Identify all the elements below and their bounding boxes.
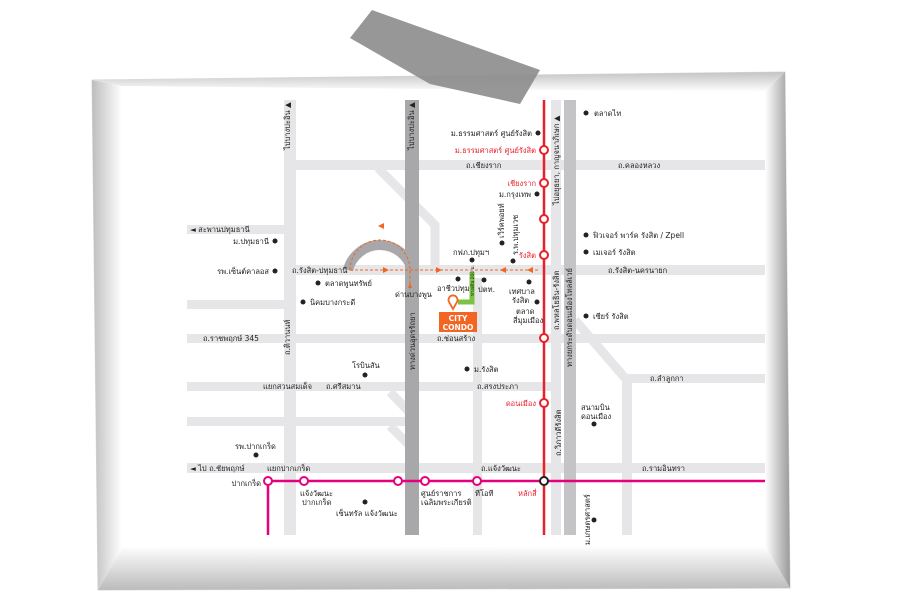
expressways <box>405 100 576 535</box>
place-label: ตลาดพูนทรัพย์ <box>325 279 372 288</box>
road-label: ไปบางปะอิน ▲ <box>283 102 292 151</box>
road-label: ถ.เชียงราก <box>466 161 501 170</box>
place-label: ดอนเมือง <box>581 412 612 421</box>
bang-phun-loop <box>343 240 417 272</box>
route-to-condo <box>349 239 540 290</box>
road-label: ทางยกระดับดอนเมืองโทลล์เวย์ <box>565 268 574 367</box>
road-label: ถ.ศรีสมาน <box>326 382 361 391</box>
road-label: ด่านบางพูน <box>395 290 432 299</box>
station-label: ศูนย์ราชการ <box>421 489 461 498</box>
road-label: ไปบางปะอิน ▲ <box>407 102 416 151</box>
city-condo-marker[interactable]: CITY CONDO <box>439 294 477 332</box>
station-label: หลักสี่ <box>518 488 537 498</box>
road-label: ไปอยุธยา, กาญจนาภิเษก ▲ <box>552 115 561 206</box>
place-label: ปตท. <box>478 285 495 294</box>
place-label: เซียร์ รังสิต <box>593 312 629 321</box>
place-label: สี่มุมเมือง <box>513 315 544 325</box>
route-arrows <box>378 223 533 288</box>
place-label: เทศบาล <box>509 287 535 296</box>
place-label: ฟิวเจอร์ พาร์ค รังสิต / Zpell <box>592 231 684 240</box>
place-label: ม.กรุงเทพ <box>499 190 531 199</box>
station-label: เฉลิมพระเกียรติ <box>421 498 472 507</box>
road-label: ถ.แจ้งวัฒนะ <box>481 464 521 473</box>
station-label: เชียงราก <box>508 179 537 188</box>
road-label: ถ.ราชพฤกษ์ 345 <box>203 334 259 343</box>
road-label: ◄ ไป ถ.ชัยพฤกษ์ <box>190 464 245 473</box>
interchange-station <box>539 476 549 486</box>
place-label: ร.พ.ปทุมเวช <box>511 215 520 255</box>
station-label: ปากเกร็ด <box>231 478 261 488</box>
road-label: ถ.ช่อนสร้าง <box>437 334 475 343</box>
pink-stations <box>263 476 482 486</box>
location-pin-icon <box>447 294 459 311</box>
place-label: ตลาด <box>516 307 535 316</box>
place-label: นิคมบางกระดี <box>310 298 356 307</box>
road-label: ถ.สรงประภา <box>477 382 518 391</box>
place-label: สนามบิน <box>581 403 610 412</box>
place-label: เวิร์คพอยท์ <box>497 203 506 238</box>
place-label: ตลาดไท <box>594 109 621 118</box>
place-label: ม.เกษตรศาสตร์ <box>583 494 592 545</box>
road-label: ◄ สะพานปทุมธานี <box>190 225 250 234</box>
station-label: ทีโอที <box>475 489 494 498</box>
road-label: ถ.ลำลูกกา <box>650 374 684 383</box>
tape <box>350 10 540 104</box>
place-label: รพ.ปากเกร็ด <box>235 441 276 451</box>
road-label: ถ.รังสิต-นครนายก <box>608 266 667 275</box>
station-label: รังสิต <box>519 251 536 260</box>
place-label: อาชีวปทุม <box>437 284 470 293</box>
road-label: ถ.ติวานนท์ <box>283 320 292 355</box>
place-label: ม.รังสิต <box>474 365 499 374</box>
station-label: แจ้งวัฒนะ <box>300 489 333 498</box>
red-stations <box>539 145 549 408</box>
road-label: แยกสวนสมเด็จ <box>263 381 312 391</box>
place-dots <box>253 110 597 523</box>
place-label: กฟภ.ปทุมฯ <box>453 248 489 257</box>
station-label: ดอนเมือง <box>506 399 537 408</box>
project-name-line1: CITY <box>449 314 468 323</box>
road-label: ถ.พหลโยธิน-รังสิต <box>552 270 561 330</box>
walkway-label: ทางเดิน 200 ม. <box>470 265 476 296</box>
road-label: แยกปากเกร็ด <box>267 463 310 473</box>
project-name-line2: CONDO <box>443 323 474 332</box>
place-label: โรบินสัน <box>352 361 380 370</box>
road-label: ถ.รังสิต-ปทุมธานี <box>292 266 347 275</box>
road-label: ถ.รามอินทรา <box>642 464 685 473</box>
place-label: เมเจอร์ รังสิต <box>593 248 636 257</box>
road-label: ถ.วิภาวดีรังสิต <box>554 409 563 456</box>
station-label: ปากเกร็ด <box>302 497 332 507</box>
place-label: เซ็นทรัล แจ้งวัฒนะ <box>336 508 398 518</box>
place-labels: ตลาดไท ม.ธรรมศาสตร์ ศูนย์รังสิต ม.กรุงเท… <box>217 109 684 545</box>
place-label: ม.ปทุมธานี <box>233 237 269 246</box>
road-label: ทางด่วนอุดรรัถยา <box>408 312 417 370</box>
station-label: ม.ธรรมศาสตร์ ศูนย์รังสิต <box>455 146 536 155</box>
station-labels: ม.ธรรมศาสตร์ ศูนย์รังสิต เชียงราก รังสิต… <box>231 146 537 507</box>
place-label: ม.ธรรมศาสตร์ ศูนย์รังสิต <box>451 129 532 138</box>
road-labels: ไปบางปะอิน ▲ ไปบางปะอิน ▲ ไปอยุธยา, กาญจ… <box>190 102 685 473</box>
road-label: ถ.คลองหลวง <box>618 161 660 170</box>
place-label: รังสิต <box>512 296 529 305</box>
place-label: รพ.เซ็นต์คาลอส <box>217 266 269 276</box>
walkway-path <box>458 272 475 305</box>
